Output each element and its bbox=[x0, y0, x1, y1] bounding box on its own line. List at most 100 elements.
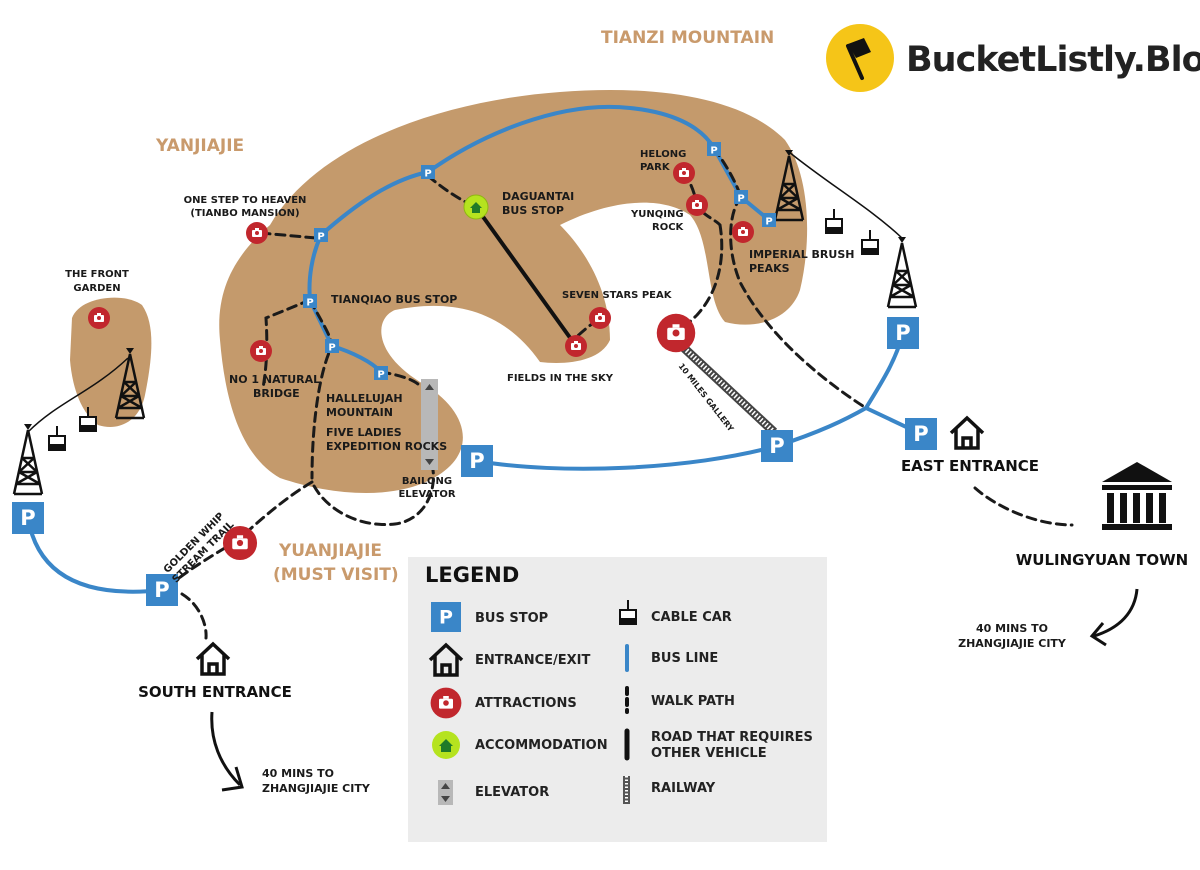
label-hallelujah: HALLELUJAH bbox=[326, 392, 403, 405]
legend-railway-icon bbox=[623, 776, 630, 804]
label-bailong-2: ELEVATOR bbox=[398, 489, 455, 500]
region-yanjiajie: YANJIAJIE bbox=[155, 136, 244, 156]
label-south-direction: 40 MINS TO bbox=[262, 767, 334, 780]
pylon-icon bbox=[12, 422, 44, 496]
region-tianzi-mountain: TIANZI MOUNTAIN bbox=[601, 28, 774, 48]
bus-stop-small[interactable]: P bbox=[314, 228, 328, 243]
svg-text:P: P bbox=[710, 146, 717, 157]
label-front-garden-2: GARDEN bbox=[73, 283, 120, 294]
region-yuanjiajie-note: (MUST VISIT) bbox=[273, 565, 399, 585]
legend-bus-stop: BUS STOP bbox=[475, 611, 548, 626]
bus-stop-east-upper[interactable]: P bbox=[887, 317, 919, 349]
svg-text:P: P bbox=[20, 506, 35, 530]
label-fields: FIELDS IN THE SKY bbox=[507, 373, 614, 384]
svg-text:P: P bbox=[769, 434, 784, 458]
label-helong: HELONG bbox=[640, 149, 686, 160]
bus-stop-small[interactable]: P bbox=[325, 339, 339, 354]
road-daguantai-fields bbox=[474, 205, 578, 348]
house-icon-south-entrance[interactable] bbox=[195, 642, 231, 676]
svg-text:P: P bbox=[439, 607, 453, 629]
label-east-direction: 40 MINS TO bbox=[976, 622, 1048, 635]
house-icon bbox=[470, 202, 482, 213]
svg-text:P: P bbox=[913, 422, 928, 446]
camera-icon-fields[interactable] bbox=[565, 335, 587, 357]
svg-text:P: P bbox=[154, 578, 169, 602]
pylon-icon bbox=[886, 235, 918, 309]
legend-panel bbox=[408, 557, 827, 842]
bus-lines bbox=[26, 104, 923, 594]
legend-elevator-icon bbox=[438, 780, 453, 805]
svg-text:P: P bbox=[306, 298, 313, 309]
camera-icon-front-garden[interactable] bbox=[88, 307, 110, 329]
bus-stop-gallery[interactable]: P bbox=[761, 430, 793, 462]
bus-stop-south[interactable]: P bbox=[146, 574, 178, 606]
building-icon-wulingyuan[interactable] bbox=[1102, 462, 1172, 530]
svg-text:P: P bbox=[377, 370, 384, 381]
bus-stop-small[interactable]: P bbox=[421, 165, 435, 180]
label-yunqing: YUNQING bbox=[630, 209, 684, 220]
brand-logo[interactable]: BucketListly.Blog bbox=[826, 24, 1200, 92]
region-yuanjiajie: YUANJIAJIE bbox=[278, 541, 382, 561]
legend-road-2: OTHER VEHICLE bbox=[651, 746, 767, 761]
cable-car-icon bbox=[861, 229, 879, 255]
camera-icon-yunqing[interactable] bbox=[686, 194, 708, 216]
svg-text:P: P bbox=[469, 449, 484, 473]
camera-icon-imperial[interactable] bbox=[732, 221, 754, 243]
arrow-icon-south bbox=[210, 711, 244, 792]
legend: LEGEND P BUS STOP ENTRANCE/EXIT ATTRACTI… bbox=[408, 557, 827, 842]
svg-text:P: P bbox=[737, 194, 744, 205]
svg-text:P: P bbox=[328, 343, 335, 354]
camera-icon-helong[interactable] bbox=[673, 162, 695, 184]
camera-icon-natural-bridge[interactable] bbox=[250, 340, 272, 362]
legend-elevator: ELEVATOR bbox=[475, 785, 549, 800]
railway-10-miles-gallery bbox=[680, 344, 778, 436]
camera-icon-seven-stars[interactable] bbox=[589, 307, 611, 329]
cable-line-west bbox=[27, 357, 129, 433]
bus-stop-small[interactable]: P bbox=[707, 142, 721, 157]
legend-accommodation: ACCOMMODATION bbox=[475, 738, 608, 753]
legend-attractions: ATTRACTIONS bbox=[475, 696, 577, 711]
bailong-elevator-icon[interactable] bbox=[421, 379, 438, 470]
bus-stop-small[interactable]: P bbox=[762, 213, 776, 228]
camera-icon-ten-miles[interactable] bbox=[656, 313, 696, 353]
svg-text:P: P bbox=[765, 217, 772, 228]
legend-road: ROAD THAT REQUIRES bbox=[651, 730, 813, 745]
house-icon-east-entrance[interactable] bbox=[949, 416, 985, 450]
legend-entrance: ENTRANCE/EXIT bbox=[475, 653, 590, 668]
bus-stop-west[interactable]: P bbox=[12, 502, 44, 534]
bus-stop-small[interactable]: P bbox=[374, 366, 388, 381]
walk-paths bbox=[166, 146, 1074, 640]
label-hallelujah-2: MOUNTAIN bbox=[326, 406, 393, 419]
label-bailong: BAILONG bbox=[402, 476, 452, 487]
accommodation-daguantai[interactable] bbox=[463, 194, 489, 220]
label-east-entrance: EAST ENTRANCE bbox=[901, 457, 1039, 475]
bus-stop-center[interactable]: P bbox=[461, 445, 493, 477]
brand-name: BucketListly.Blog bbox=[906, 40, 1200, 80]
legend-accommodation-icon bbox=[432, 731, 460, 759]
label-daguantai-2: BUS STOP bbox=[502, 204, 564, 217]
label-seven-stars: SEVEN STARS PEAK bbox=[562, 290, 673, 301]
label-helong-2: PARK bbox=[640, 162, 671, 173]
legend-title: LEGEND bbox=[425, 563, 519, 587]
label-imperial-2: PEAKS bbox=[749, 262, 790, 275]
legend-bus-stop-icon: P bbox=[431, 602, 461, 632]
bus-stop-small[interactable]: P bbox=[303, 294, 317, 309]
label-imperial: IMPERIAL BRUSH bbox=[749, 248, 854, 261]
label-five-ladies-2: EXPEDITION ROCKS bbox=[326, 440, 447, 453]
label-yunqing-2: ROCK bbox=[652, 222, 685, 233]
label-east-direction-2: ZHANGJIAJIE CITY bbox=[958, 637, 1067, 650]
brand-circle bbox=[826, 24, 894, 92]
terrain-main bbox=[219, 89, 808, 493]
label-south-direction-2: ZHANGJIAJIE CITY bbox=[262, 782, 371, 795]
bus-stop-small[interactable]: P bbox=[734, 190, 748, 205]
label-daguantai: DAGUANTAI bbox=[502, 190, 574, 203]
label-wulingyuan: WULINGYUAN TOWN bbox=[1016, 551, 1188, 569]
label-natural-bridge-2: BRIDGE bbox=[253, 387, 300, 400]
bus-stop-east[interactable]: P bbox=[905, 418, 937, 450]
legend-camera-icon bbox=[430, 687, 462, 719]
label-one-step: ONE STEP TO HEAVEN bbox=[184, 195, 307, 206]
camera-icon-one-step[interactable] bbox=[246, 222, 268, 244]
svg-text:P: P bbox=[317, 232, 324, 243]
label-tianqiao: TIANQIAO BUS STOP bbox=[331, 293, 457, 306]
